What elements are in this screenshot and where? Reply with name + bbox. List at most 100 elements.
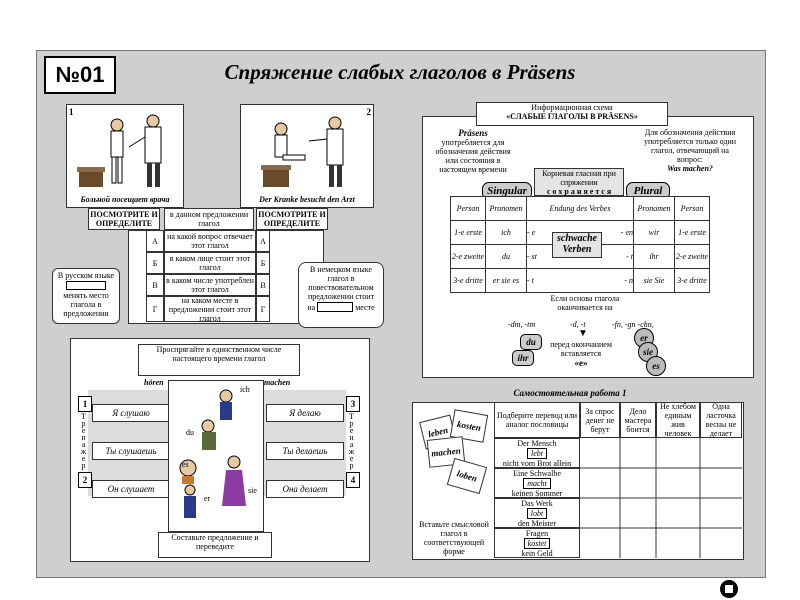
drill-row[interactable]: Ты делаешь	[266, 442, 344, 460]
doctor-visit-illustration	[77, 114, 162, 187]
picture-number: 2	[366, 107, 372, 117]
stop-icon[interactable]	[720, 580, 738, 598]
verb-right: machen	[264, 378, 291, 387]
insert-e: «e»	[574, 358, 588, 368]
drill-row[interactable]: Она делает	[266, 480, 344, 498]
proverb-row: Das Werk lobt den Meister	[494, 498, 580, 528]
note-ru-text: В русском языке	[57, 271, 115, 280]
answer-grid[interactable]	[580, 438, 742, 558]
analysis-row: в каком лице стоит этот глагол	[164, 252, 256, 274]
people-illustration	[179, 389, 246, 518]
pronoun-ihr: ihr	[512, 350, 534, 366]
pronoun-cell: wir	[633, 220, 675, 245]
answer-blank[interactable]	[317, 302, 354, 312]
analysis-row: на какой вопрос отвечает этот глагол	[164, 230, 256, 252]
pronoun-label: er	[204, 494, 211, 503]
root-vowel-box: Корневая гласная при спряжении с о х р а…	[534, 168, 624, 196]
drill-num: 1	[78, 396, 92, 412]
proverb-row: Der Mensch lebt nicht vom Brot allein	[494, 438, 580, 468]
praesens-text: употребляется для обозначения действия и…	[435, 138, 511, 174]
row-letter: Б	[256, 252, 270, 274]
scheme-question: Was machen?	[667, 164, 713, 173]
proverb-start: Der Mensch	[517, 438, 557, 448]
doctor-exam-illustration	[261, 116, 344, 187]
note-german: В немецком языке глагол в повествователь…	[298, 262, 384, 328]
proverb-verb[interactable]: lebt	[527, 447, 547, 459]
drill-row[interactable]: Ты слушаешь	[92, 442, 170, 460]
work-header: Подберите перевод или аналог пословицы	[494, 402, 580, 438]
drill-row[interactable]: Я слушаю	[92, 404, 170, 422]
note-de-on: на	[307, 302, 316, 312]
picture-caption: Der Kranke besucht den Arzt	[259, 195, 355, 204]
note-russian: В русском языке менять место глагола в п…	[52, 268, 120, 324]
proverb-end: keinen Sommer	[511, 488, 563, 498]
weak-verbs-label: schwache Verben	[552, 232, 602, 258]
proverb-end: den Meister	[518, 518, 556, 528]
work-header: Не хлебом единым жив человек	[656, 402, 700, 438]
proverb-verb[interactable]: lobt	[526, 507, 548, 519]
basis-text: Если основа глагола оканчивается на	[550, 294, 620, 312]
ending-cell: - n	[574, 268, 634, 293]
person-cell: 1-е erste	[674, 220, 710, 245]
scheme-heading-2: «СЛАБЫЕ ГЛАГОЛЫ В PRÄSENS»	[506, 112, 638, 121]
trainer-right: Тренажер	[347, 412, 356, 468]
root-vowel-text-2: с о х р а н я е т с я	[546, 187, 612, 196]
drill-bottom: Составьте предложение и переведите	[158, 532, 272, 558]
drill-prompt: Проспрягайте в единственном числе настоя…	[138, 344, 300, 376]
row-letter: А	[256, 230, 270, 252]
drill-row[interactable]: Он слушает	[92, 480, 170, 498]
ending-group-2: -d, -t	[570, 320, 586, 329]
col-person: Person	[450, 196, 486, 221]
person-cell: 2-е zweite	[674, 244, 710, 269]
down-arrow-icon: ▼	[578, 328, 588, 339]
person-cell: 2-е zweite	[450, 244, 486, 269]
row-letter: Г	[256, 296, 270, 322]
proverb-row: Fragen kostet kein Geld	[494, 528, 580, 558]
proverb-row: Eine Schwalbe macht keinen Sommer	[494, 468, 580, 498]
row-letter: Б	[146, 252, 164, 274]
work-title: Самостоятельная работа 1	[513, 388, 627, 398]
picture-card-2: 2 Der Kranke besucht den Arzt	[240, 104, 374, 208]
proverb-verb[interactable]: macht	[523, 477, 551, 489]
scheme-heading: Информационная схема «СЛАБЫЕ ГЛАГОЛЫ В P…	[476, 102, 668, 126]
pronoun-cell: ich	[485, 220, 527, 245]
picture-card-1: 1 Больной посещает врача	[66, 104, 184, 208]
person-cell: 3-е dritte	[450, 268, 486, 293]
pronoun-label: sie	[248, 486, 257, 495]
drill-num: 3	[346, 396, 360, 412]
pronoun-label: ich	[240, 385, 250, 394]
row-letter: Г	[146, 296, 164, 322]
answer-blank[interactable]	[66, 281, 106, 290]
work-instruction: Вставьте смысловой глагол в соответствую…	[419, 520, 489, 556]
verb-card: loben	[446, 457, 488, 495]
drill-num: 2	[78, 472, 92, 488]
proverb-end: nicht vom Brot allein	[502, 458, 572, 468]
proverb-start: Fragen	[525, 528, 549, 538]
drill-row[interactable]: Я делаю	[266, 404, 344, 422]
stop-square	[724, 584, 734, 594]
note-ru-text-2: менять место глагола в предложении	[63, 291, 109, 318]
analysis-row: в каком числе употреблен этот глагол	[164, 274, 256, 296]
col-person: Person	[674, 196, 710, 221]
pronoun-du: du	[520, 334, 542, 350]
pronoun-cell: du	[485, 244, 527, 269]
singular-label: Singular	[482, 182, 532, 200]
verb-left: hören	[144, 378, 164, 387]
row-letter: В	[256, 274, 270, 296]
scheme-heading-1: Информационная схема	[531, 103, 613, 112]
proverb-start: Das Werk	[521, 498, 553, 508]
col-pronomen: Pronomen	[485, 196, 527, 221]
ending-group-3: -fn, -gn -chn,	[612, 320, 654, 329]
cards-area: leben kosten machen loben Вставьте смысл…	[414, 404, 494, 556]
person-cell: 3-е dritte	[674, 268, 710, 293]
trainer-left: Тренажер	[79, 412, 88, 468]
pronoun-cell: sie Sie	[633, 268, 675, 293]
person-cell: 1-е erste	[450, 220, 486, 245]
page-title: Спряжение слабых глаголов в Präsens	[224, 60, 576, 84]
before-ending-text: перед окончанием вставляется	[550, 340, 612, 358]
scheme-right-text: Для обозначения действия употребляется т…	[643, 128, 737, 164]
answer-grid-lines	[580, 438, 742, 558]
proverb-verb[interactable]: kostet	[523, 537, 551, 549]
drill-num: 4	[346, 472, 360, 488]
picture-number: 1	[69, 107, 74, 117]
